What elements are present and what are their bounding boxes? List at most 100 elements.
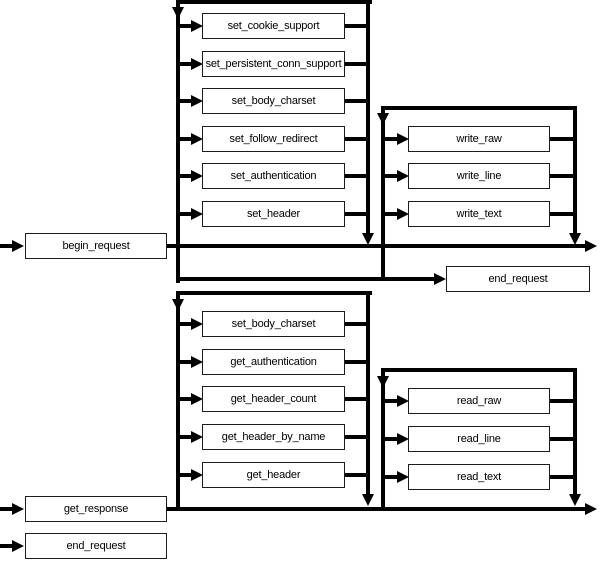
request-main-arrow-icon: [585, 240, 597, 252]
exit-stub: [345, 137, 370, 141]
response-main-arrow-icon: [585, 503, 597, 515]
read-group-top-line: [381, 368, 577, 372]
node-set-body-charset-response: set_body_charset: [202, 311, 345, 337]
node-get-response: get_response: [25, 496, 167, 522]
entry-arrow-icon: [397, 395, 409, 407]
entry-arrow-icon: [191, 133, 203, 145]
request-loop-top-line: [176, 0, 372, 4]
node-set-body-charset-request: set_body_charset: [202, 88, 345, 114]
read-group-entry-arrow-icon: [377, 376, 389, 388]
response-loop-right-line: [366, 291, 370, 494]
response-main-line: [167, 507, 585, 511]
request-loop-right-line: [366, 0, 370, 233]
entry-arrow-icon: [191, 318, 203, 330]
entry-stub: [178, 99, 192, 103]
exit-stub: [345, 435, 370, 439]
entry-stub: [178, 174, 192, 178]
node-set-persistent-conn-support: set_persistent_conn_support: [202, 51, 345, 77]
node-get-header-by-name: get_header_by_name: [202, 424, 345, 450]
entry-arrow-icon: [397, 208, 409, 220]
entry-arrow-icon: [397, 471, 409, 483]
exit-stub: [345, 360, 370, 364]
entry-arrow-icon: [397, 433, 409, 445]
exit-stub: [550, 399, 575, 403]
entry-arrow-icon: [191, 431, 203, 443]
exit-stub: [345, 174, 370, 178]
response-loop-left-line: [176, 291, 180, 511]
entry-stub: [178, 435, 192, 439]
request-loop-return-arrow-icon: [362, 233, 374, 245]
node-end-request-bottom: end_request: [25, 533, 167, 559]
exit-stub: [550, 475, 575, 479]
exit-stub: [345, 99, 370, 103]
entry-arrow-icon: [191, 356, 203, 368]
node-set-follow-redirect: set_follow_redirect: [202, 126, 345, 152]
node-read-text: read_text: [408, 464, 550, 490]
request-loop-left-line: [176, 0, 180, 283]
entry-stub: [178, 212, 192, 216]
get-response-entry-stub: [0, 507, 13, 511]
node-read-raw: read_raw: [408, 388, 550, 414]
entry-arrow-icon: [191, 20, 203, 32]
exit-stub: [345, 212, 370, 216]
read-group-right-line: [573, 368, 577, 494]
end-request-feeder-arrow-icon: [434, 273, 446, 285]
entry-arrow-icon: [191, 393, 203, 405]
write-group-entry-arrow-icon: [377, 113, 389, 125]
write-group-left-line: [381, 106, 385, 281]
exit-stub: [345, 473, 370, 477]
exit-stub: [550, 137, 575, 141]
entry-stub: [178, 360, 192, 364]
request-loop-entry-arrow-icon: [172, 7, 184, 19]
node-write-raw: write_raw: [408, 126, 550, 152]
exit-stub: [345, 62, 370, 66]
exit-stub: [550, 437, 575, 441]
request-main-line: [167, 244, 585, 248]
entry-arrow-icon: [191, 469, 203, 481]
node-get-header-count: get_header_count: [202, 386, 345, 412]
entry-arrow-icon: [191, 170, 203, 182]
entry-stub: [178, 24, 192, 28]
entry-stub: [385, 174, 398, 178]
entry-stub: [385, 212, 398, 216]
node-set-cookie-support: set_cookie_support: [202, 13, 345, 39]
end-request-bottom-entry-stub: [0, 544, 13, 548]
get-response-entry-arrow-icon: [12, 503, 24, 515]
entry-stub: [385, 437, 398, 441]
entry-arrow-icon: [191, 58, 203, 70]
exit-stub: [550, 174, 575, 178]
write-group-top-line: [381, 106, 577, 110]
node-set-header: set_header: [202, 201, 345, 227]
entry-stub: [385, 137, 398, 141]
response-loop-return-arrow-icon: [362, 494, 374, 506]
exit-stub: [550, 212, 575, 216]
entry-stub: [178, 322, 192, 326]
node-begin-request: begin_request: [25, 233, 167, 259]
read-group-return-arrow-icon: [569, 494, 581, 506]
exit-stub: [345, 322, 370, 326]
exit-stub: [345, 397, 370, 401]
write-group-return-arrow-icon: [569, 233, 581, 245]
entry-stub: [178, 397, 192, 401]
node-set-authentication: set_authentication: [202, 163, 345, 189]
node-get-authentication: get_authentication: [202, 349, 345, 375]
exit-stub: [345, 24, 370, 28]
response-loop-top-line: [176, 291, 372, 295]
entry-arrow-icon: [397, 133, 409, 145]
response-loop-entry-arrow-icon: [172, 299, 184, 311]
entry-stub: [178, 473, 192, 477]
entry-arrow-icon: [397, 170, 409, 182]
node-write-line: write_line: [408, 163, 550, 189]
node-write-text: write_text: [408, 201, 550, 227]
end-request-bottom-entry-arrow-icon: [12, 540, 24, 552]
begin-request-entry-arrow-icon: [12, 240, 24, 252]
entry-arrow-icon: [191, 95, 203, 107]
begin-request-entry-stub: [0, 244, 13, 248]
entry-stub: [178, 137, 192, 141]
entry-stub: [385, 399, 398, 403]
node-end-request-top: end_request: [446, 266, 590, 292]
read-group-left-line: [381, 368, 385, 511]
node-get-header: get_header: [202, 462, 345, 488]
end-request-feeder-line: [176, 277, 434, 281]
entry-arrow-icon: [191, 208, 203, 220]
